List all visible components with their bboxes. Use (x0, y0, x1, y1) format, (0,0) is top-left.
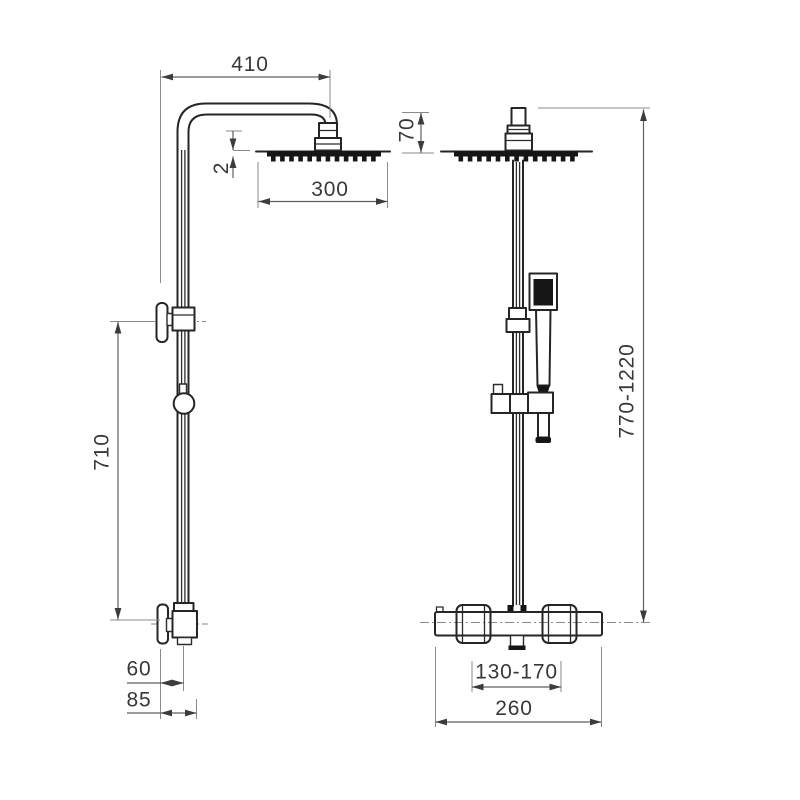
dimensions: 410 2 300 70 710 (91, 53, 650, 727)
dim-height-label: 770-1220 (616, 343, 639, 438)
lower-wall-bracket-valve (151, 602, 208, 646)
rail-arm-outer-line (176, 102, 338, 605)
dim-85-label: 85 (127, 689, 152, 712)
dim-300-label: 300 (311, 178, 348, 201)
hand-shower (528, 272, 558, 443)
valve-body-side (171, 610, 198, 639)
hand-shower-face (533, 279, 553, 306)
dim-wall-to-front: 85 (127, 689, 197, 719)
dim-rail-length: 710 (91, 321, 160, 621)
head-plate-body (267, 151, 381, 157)
hand-shower-handle (535, 309, 552, 387)
front-connector-top (510, 107, 527, 127)
rail-pipe-front (512, 159, 524, 607)
collar-upper (508, 307, 527, 320)
upper-wall-bracket (151, 302, 206, 343)
hose-connector-end (535, 437, 551, 443)
upper-wall-plate (155, 302, 169, 343)
hand-shower-holder (490, 383, 554, 414)
dim-valve-width: 260 (435, 647, 602, 727)
dim-overall-height: 770-1220 (538, 107, 650, 622)
valve-bottom-tab (176, 636, 193, 646)
pipe-valve-fitting-left (507, 605, 514, 613)
dim-inlet-centres: 130-170 (471, 661, 562, 692)
valve-bracket-right (541, 604, 578, 644)
valve-bracket-left (455, 604, 492, 644)
dim-wall-to-rail: 60 (127, 646, 184, 719)
lower-rail-collar (173, 602, 195, 612)
front-view (420, 107, 650, 650)
collar-lower (505, 318, 531, 333)
dim-head-stack-height: 70 (396, 112, 434, 154)
riser-rail-and-arm (176, 102, 338, 605)
dim-410-label: 410 (231, 53, 268, 76)
slider-knob-wheel (172, 392, 196, 415)
holder-cradle (527, 391, 554, 414)
dim-2-label: 2 (210, 162, 233, 174)
rail-arm-inner-line (187, 113, 327, 605)
dim-arm-projection: 410 (160, 53, 331, 283)
side-view (151, 102, 391, 646)
overhead-shower-side (255, 122, 391, 162)
valve-outlet-below (509, 634, 525, 648)
dim-plate-thickness: 2 (210, 130, 250, 178)
overhead-shower-front (440, 107, 593, 162)
dim-head-width: 300 (257, 162, 388, 208)
pipe-valve-fitting-right (520, 605, 527, 613)
mixer-valve-front (420, 604, 650, 650)
slider-knob-stem (178, 383, 188, 395)
dim-70-label: 70 (396, 118, 419, 143)
upper-rail-collar (171, 306, 196, 332)
dim-130-170-label: 130-170 (475, 661, 558, 684)
dim-710-label: 710 (91, 433, 114, 470)
slider-knob (172, 383, 196, 415)
valve-left-nub (435, 606, 444, 613)
front-head-plate-body (454, 151, 578, 157)
front-connector-base (504, 132, 533, 152)
holder-clamp (509, 393, 529, 414)
valve-outlet-nut (508, 645, 526, 650)
dim-60-label: 60 (127, 658, 152, 681)
holder-left-block (490, 393, 511, 414)
dim-260-label: 260 (495, 697, 532, 720)
hose-connector-tube (537, 411, 550, 439)
rail-collar-front (505, 307, 531, 333)
